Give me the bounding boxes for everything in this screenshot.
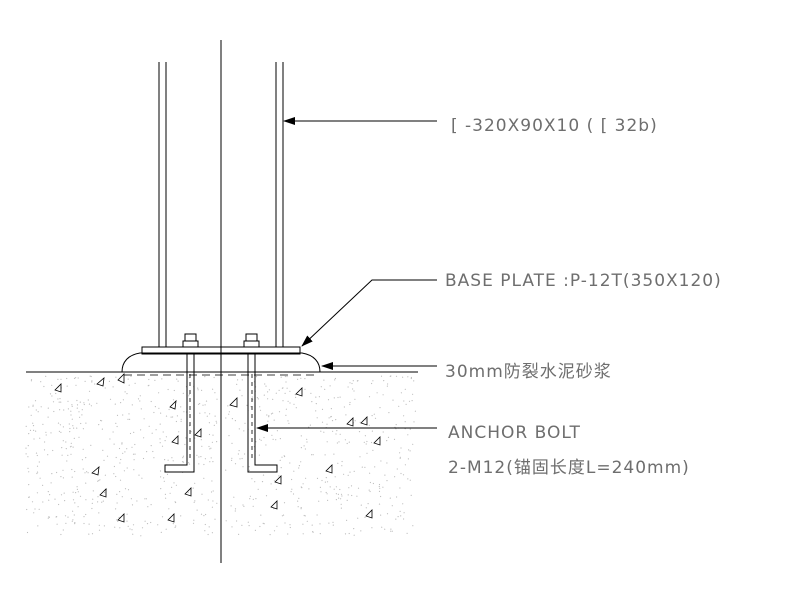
anchor-bolt-left bbox=[164, 333, 199, 473]
channel-label: [ -320X90X10 ( [ 32b) bbox=[451, 116, 658, 136]
concrete-stipple bbox=[25, 375, 416, 537]
anchor-bolt-label: ANCHOR BOLT bbox=[448, 423, 581, 443]
leader-base-plate bbox=[301, 279, 437, 347]
concrete-aggregate-triangles bbox=[54, 373, 381, 523]
base-plate-label: BASE PLATE :P-12T(350X120) bbox=[445, 271, 722, 291]
anchor-bolt-right bbox=[243, 333, 278, 473]
bolt-spec-label: 2-M12(锚固长度L=240mm) bbox=[448, 458, 690, 478]
mortar-label: 30mm防裂水泥砂浆 bbox=[445, 362, 612, 382]
